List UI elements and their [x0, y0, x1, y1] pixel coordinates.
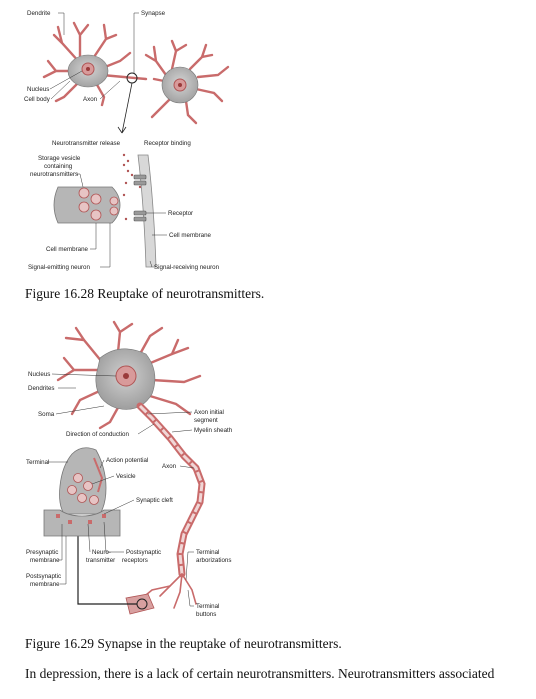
- label-axon-2: Axon: [162, 463, 177, 470]
- label-nt-release: Neurotransmitter release: [52, 140, 121, 147]
- body-paragraph: In depression, there is a lack of certai…: [25, 666, 495, 681]
- label-postsyn-membrane: Postsynaptic: [26, 573, 61, 580]
- label-terminal-buttons-2: buttons: [196, 611, 216, 618]
- label-nucleus-2: Nucleus: [28, 371, 50, 378]
- label-vesicle: Vesicle: [116, 473, 136, 480]
- label-postsyn-receptors: Postsynaptic: [126, 549, 161, 556]
- label-terminal-arbor-2: arborizations: [196, 557, 231, 564]
- label-synapse: Synapse: [141, 10, 166, 17]
- label-receptor: Receptor: [168, 210, 193, 217]
- neuron-dendrites: [56, 320, 202, 430]
- label-terminal-buttons: Terminal: [196, 603, 219, 610]
- label-cell-body: Cell body: [24, 96, 51, 103]
- label-terminal-arbor: Terminal: [196, 549, 219, 556]
- label-storage-vesicle-2: containing: [44, 163, 73, 170]
- label-postsyn-membrane-2: membrane: [30, 581, 60, 588]
- presynaptic-bulb: [59, 447, 107, 515]
- label-nucleus: Nucleus: [27, 86, 49, 93]
- label-signal-receiving: Signal-receiving neuron: [154, 264, 220, 271]
- label-axon: Axon: [83, 96, 98, 103]
- right-neuron: [144, 39, 230, 125]
- label-myelin: Myelin sheath: [194, 427, 233, 434]
- label-neuro: Neuro-: [92, 549, 111, 556]
- postsynaptic-block: [43, 509, 121, 537]
- figure1-caption: Figure 16.28 Reuptake of neurotransmitte…: [25, 286, 265, 301]
- label-terminal: Terminal: [26, 459, 49, 466]
- label-dendrites: Dendrites: [28, 385, 54, 392]
- label-neuro-2: transmitter: [86, 557, 115, 564]
- label-signal-emitting: Signal-emitting neuron: [28, 264, 90, 271]
- label-presynaptic: Presynaptic: [26, 549, 58, 556]
- figure-synapse-diagram: Nucleus Dendrites Soma Axon initial segm…: [26, 320, 233, 618]
- label-storage-vesicle-3: neurotransmitters: [30, 171, 78, 178]
- label-direction: Direction of conduction: [66, 431, 130, 438]
- label-synaptic-cleft: Synaptic cleft: [136, 497, 173, 504]
- label-axon-initial-2: segment: [194, 417, 218, 424]
- label-action-potential: Action potential: [106, 457, 148, 464]
- figure2-caption: Figure 16.29 Synapse in the reuptake of …: [25, 636, 342, 651]
- label-presynaptic-2: membrane: [30, 557, 60, 564]
- label-cell-membrane-right: Cell membrane: [169, 232, 212, 239]
- label-storage-vesicle: Storage vesicle: [38, 155, 81, 162]
- myelinated-axon: [136, 402, 206, 578]
- label-cell-membrane-left: Cell membrane: [46, 246, 89, 253]
- figure-reuptake-diagram: Dendrite Synapse Nucleus Cell body Axon …: [24, 10, 230, 271]
- label-axon-initial: Axon initial: [194, 409, 224, 416]
- label-soma: Soma: [38, 411, 55, 418]
- label-receptor-binding: Receptor binding: [144, 140, 191, 147]
- label-dendrite: Dendrite: [27, 10, 51, 17]
- label-postsyn-receptors-2: receptors: [122, 557, 148, 564]
